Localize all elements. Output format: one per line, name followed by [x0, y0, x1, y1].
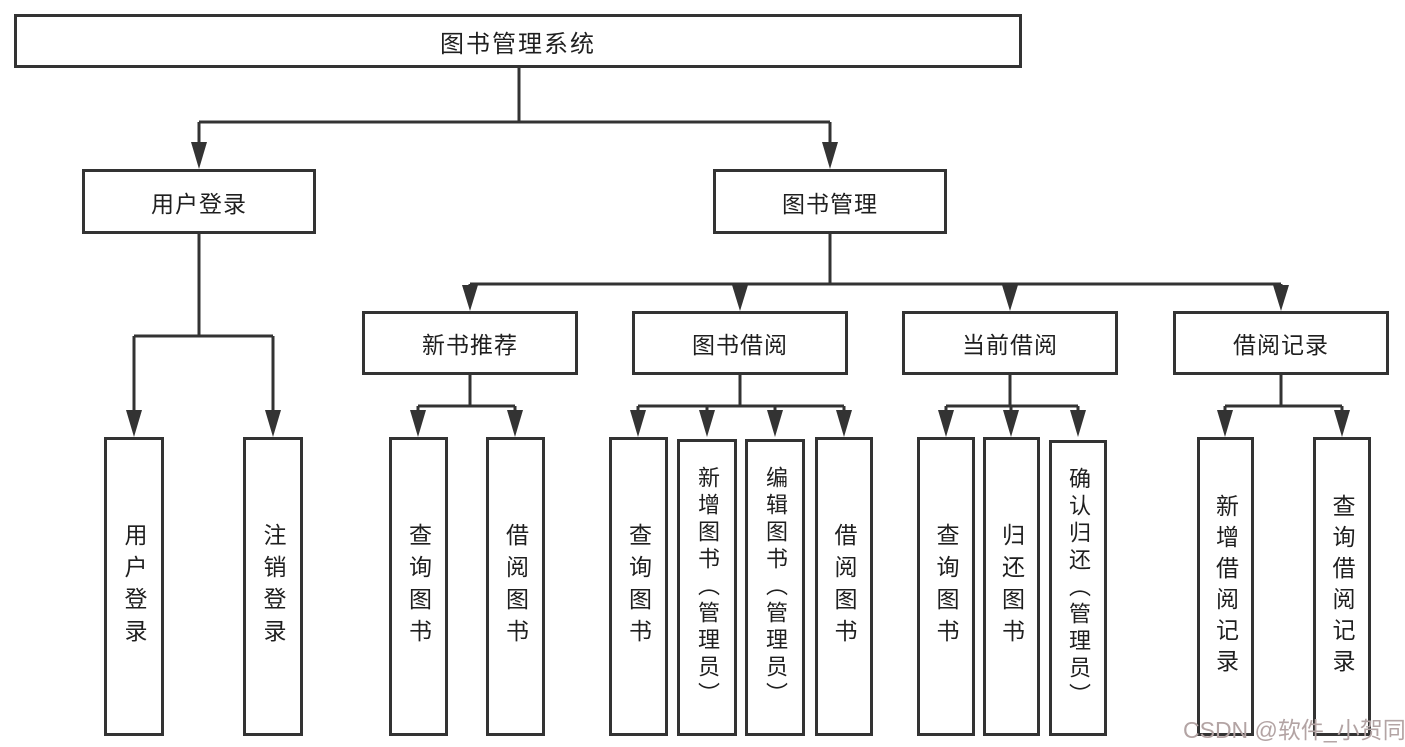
node-label: 用户登录 [121, 522, 147, 651]
node-borrow-record: 借阅记录 [1173, 311, 1389, 375]
node-label: 查询图书 [625, 522, 652, 651]
node-label: 用户登录 [151, 190, 247, 217]
node-label: 注销登录 [260, 522, 286, 651]
node-label: 确认归还（管理员） [1066, 466, 1091, 710]
leaf-confirm-return-admin: 确认归还（管理员） [1049, 440, 1107, 736]
node-current-borrow: 当前借阅 [902, 311, 1118, 375]
node-label: 查询图书 [933, 522, 959, 651]
leaf-query-book-borrow: 查询图书 [609, 437, 668, 736]
leaf-add-book-admin: 新增图书（管理员） [677, 439, 737, 736]
node-label: 新增图书（管理员） [695, 466, 720, 709]
leaf-logout: 注销登录 [243, 437, 303, 736]
csdn-watermark: CSDN @软件_小贺同学 [1183, 717, 1405, 743]
leaf-return-book: 归还图书 [983, 437, 1040, 736]
node-label: 借阅记录 [1233, 332, 1329, 358]
node-label: 当前借阅 [962, 332, 1058, 358]
node-root-library-system: 图书管理系统 [14, 14, 1022, 68]
leaf-borrow-book-recommend: 借阅图书 [486, 437, 545, 736]
node-label: 图书管理系统 [440, 30, 596, 58]
leaf-borrow-book: 借阅图书 [815, 437, 873, 736]
node-label: 查询借阅记录 [1329, 493, 1355, 680]
leaf-edit-book-admin: 编辑图书（管理员） [745, 439, 805, 736]
node-user-login: 用户登录 [82, 169, 316, 234]
node-book-borrow: 图书借阅 [632, 311, 848, 375]
node-label: 查询图书 [405, 522, 432, 651]
node-label: 编辑图书（管理员） [763, 466, 788, 709]
node-book-management: 图书管理 [713, 169, 947, 234]
node-new-book-recommend: 新书推荐 [362, 311, 578, 375]
node-label: 图书借阅 [692, 332, 788, 358]
node-label: 图书管理 [782, 190, 878, 217]
leaf-query-book-current: 查询图书 [917, 437, 975, 736]
node-label: 借阅图书 [831, 522, 857, 651]
node-label: 新书推荐 [422, 332, 518, 358]
node-label: 归还图书 [998, 522, 1025, 651]
leaf-query-borrow-record: 查询借阅记录 [1313, 437, 1371, 736]
leaf-user-login: 用户登录 [104, 437, 164, 736]
leaf-query-book-recommend: 查询图书 [389, 437, 448, 736]
node-label: 借阅图书 [502, 522, 529, 651]
leaf-add-borrow-record: 新增借阅记录 [1197, 437, 1254, 736]
node-label: 新增借阅记录 [1212, 493, 1239, 680]
